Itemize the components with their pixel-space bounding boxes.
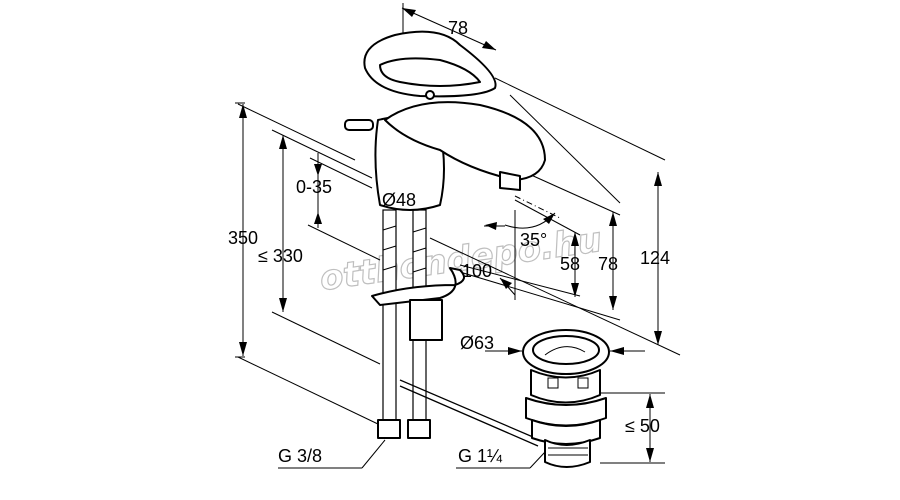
dim-height-total: 350 (228, 228, 258, 248)
dim-spout-reach: 100 (462, 261, 492, 281)
dim-outlet-height-max: 78 (598, 254, 618, 274)
dim-pop-up-range: 0-35 (296, 177, 332, 197)
dim-spout-angle: 35° (520, 230, 547, 250)
waste-valve (485, 329, 645, 468)
faucet-body (344, 30, 546, 447)
thread-leaders (278, 439, 546, 469)
dim-body-diameter: Ø48 (382, 190, 416, 210)
dim-outlet-height: 58 (560, 254, 580, 274)
dim-waste-thread: G 1¼ (458, 446, 503, 466)
left-dimension-lines (235, 102, 381, 426)
dim-waste-diameter: Ø63 (460, 333, 494, 353)
dim-faucet-height: 124 (640, 248, 670, 268)
dim-spout-width: 78 (448, 18, 468, 38)
dim-hose-thread: G 3/8 (278, 446, 322, 466)
dim-height-max: ≤ 330 (258, 246, 303, 266)
right-dimension-lines (401, 3, 681, 464)
dim-waste-height: ≤ 50 (625, 416, 660, 436)
